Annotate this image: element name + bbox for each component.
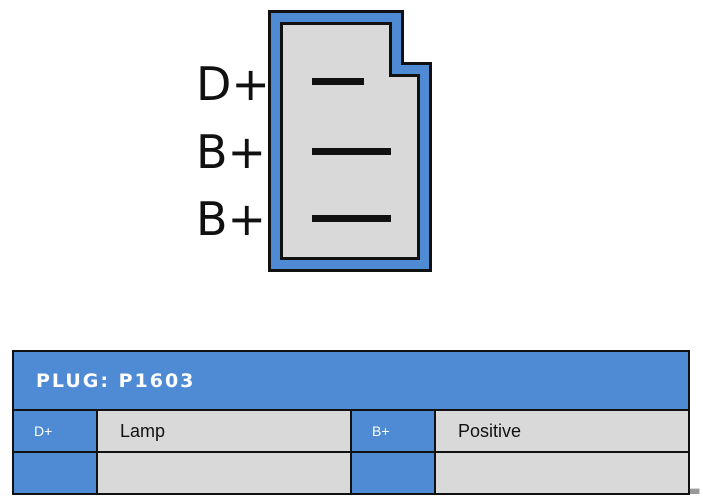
plug-table: PLUG: P1603 D+ Lamp B+ Positive [11,350,691,495]
pin-cell [350,451,436,495]
description-cell: Lamp [96,409,352,453]
pin-label-b-plus-2: B+ [196,192,267,246]
connector-diagram: D+ B+ B+ [196,10,432,272]
description-cell [433,451,691,495]
table-row: D+ Lamp B+ Positive [12,409,691,453]
pin-cell: B+ [350,409,436,453]
pin-cell [12,451,98,495]
plug-table-title: PLUG: P1603 [11,350,691,411]
pin-label-b-plus-1: B+ [196,125,267,179]
pin-terminal-b-plus-2 [312,215,391,222]
pin-label-d-plus: D+ [196,57,270,111]
pin-terminal-b-plus-1 [312,148,391,155]
pin-terminal-d-plus [312,78,364,85]
pin-cell: D+ [12,409,98,453]
resize-handle-icon: ▃ [690,480,700,494]
table-row [12,451,691,495]
plug-table-header-row: PLUG: P1603 [11,350,691,411]
description-cell: Positive [433,409,691,453]
description-cell [96,451,352,495]
connector-svg [268,10,432,272]
